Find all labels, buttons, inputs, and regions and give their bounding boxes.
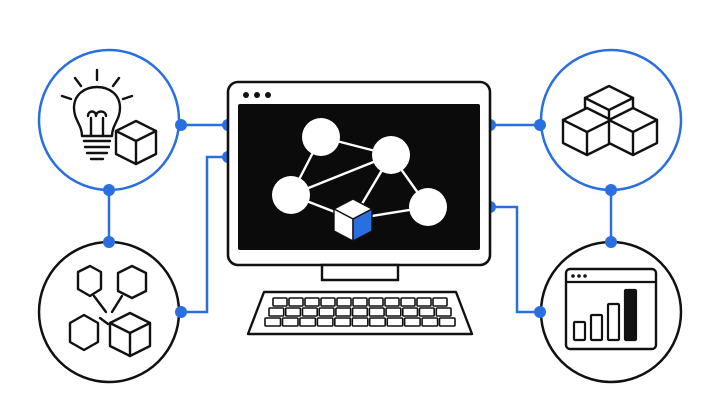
connector-dot	[534, 306, 546, 318]
light-rays	[60, 68, 134, 101]
stacked-cubes-icon	[561, 84, 659, 157]
keyboard-key	[281, 317, 299, 327]
keyboard-key	[264, 317, 282, 327]
keyboard-key	[416, 297, 432, 307]
keyboard-key	[384, 297, 400, 307]
hexagon-pieces-and-cube-icon	[68, 264, 152, 358]
connector-dot	[534, 119, 546, 131]
connectors	[107, 123, 613, 314]
browser-bar-chart-icon	[564, 267, 658, 351]
keyboard-key	[400, 297, 416, 307]
chart-bar	[606, 302, 621, 342]
keyboard-key	[352, 297, 368, 307]
connector-monitor-to-analytics	[490, 205, 540, 314]
keyboard-key	[284, 307, 302, 317]
graph-node	[372, 136, 410, 174]
keyboard-key	[299, 317, 317, 327]
browser-dots	[571, 274, 587, 278]
graph-nodes	[272, 118, 447, 226]
keyboard-key	[432, 297, 448, 307]
monitor-window-dots	[243, 92, 271, 98]
bulb-glass	[72, 85, 122, 138]
keyboard-key	[435, 307, 452, 317]
connector-dot	[605, 184, 617, 196]
small-cube-icon	[108, 311, 152, 358]
graph-node	[272, 176, 310, 214]
chart-bar	[589, 313, 604, 342]
lightbulb-and-cube-icon	[60, 68, 158, 166]
keyboard-key	[421, 317, 439, 327]
keyboard-key	[316, 317, 334, 327]
chart-bar	[572, 320, 587, 342]
keyboard-key	[385, 307, 402, 317]
desktop-computer-icon	[226, 80, 492, 336]
network-graph-icon	[272, 118, 447, 242]
hex-link-lines	[92, 294, 124, 326]
graph-node	[302, 118, 340, 156]
keyboard-key	[401, 307, 419, 317]
keyboard-key	[288, 297, 304, 307]
bar-chart-bars	[572, 288, 638, 342]
small-cube-icon	[114, 119, 158, 166]
keyboard-key	[368, 307, 385, 317]
keyboard-key	[320, 297, 336, 307]
keyboard-key	[336, 297, 352, 307]
hexagon-bottom-left	[68, 313, 100, 352]
connector-assemble-to-monitor	[182, 155, 228, 314]
keyboard-key	[335, 307, 352, 317]
keyboard-keys	[264, 297, 456, 327]
keyboard-key	[403, 317, 421, 327]
keyboard-key	[272, 297, 288, 307]
keyboard-key	[351, 307, 369, 317]
keyboard-key	[268, 307, 285, 317]
keyboard-key	[351, 317, 369, 327]
keyboard-key	[368, 317, 387, 327]
graph-node	[409, 188, 447, 226]
keyboard-key	[368, 297, 384, 307]
connector-dot	[605, 236, 617, 248]
keyboard-key	[386, 317, 404, 327]
keyboard-key	[333, 317, 352, 327]
keyboard-body	[246, 290, 474, 336]
connector-dot	[175, 306, 187, 318]
keyboard-key	[304, 297, 320, 307]
keyboard-key	[318, 307, 335, 317]
keyboard-key	[438, 317, 456, 327]
keyboard-key	[418, 307, 435, 317]
monitor-stand	[320, 263, 400, 282]
cube-right	[607, 106, 659, 157]
hexagon-top-left	[76, 264, 103, 298]
connector-dot	[175, 119, 187, 131]
hexagon-top-right	[116, 264, 148, 300]
chart-bar	[623, 288, 638, 342]
graph-cube-node	[333, 198, 373, 242]
bulb-filament	[86, 110, 108, 138]
node-assemble-circle	[37, 240, 181, 384]
connector-dot	[103, 236, 115, 248]
keyboard-key	[301, 307, 318, 317]
node-idea-circle	[37, 48, 181, 192]
connector-dot	[103, 184, 115, 196]
bulb-base	[82, 139, 112, 161]
